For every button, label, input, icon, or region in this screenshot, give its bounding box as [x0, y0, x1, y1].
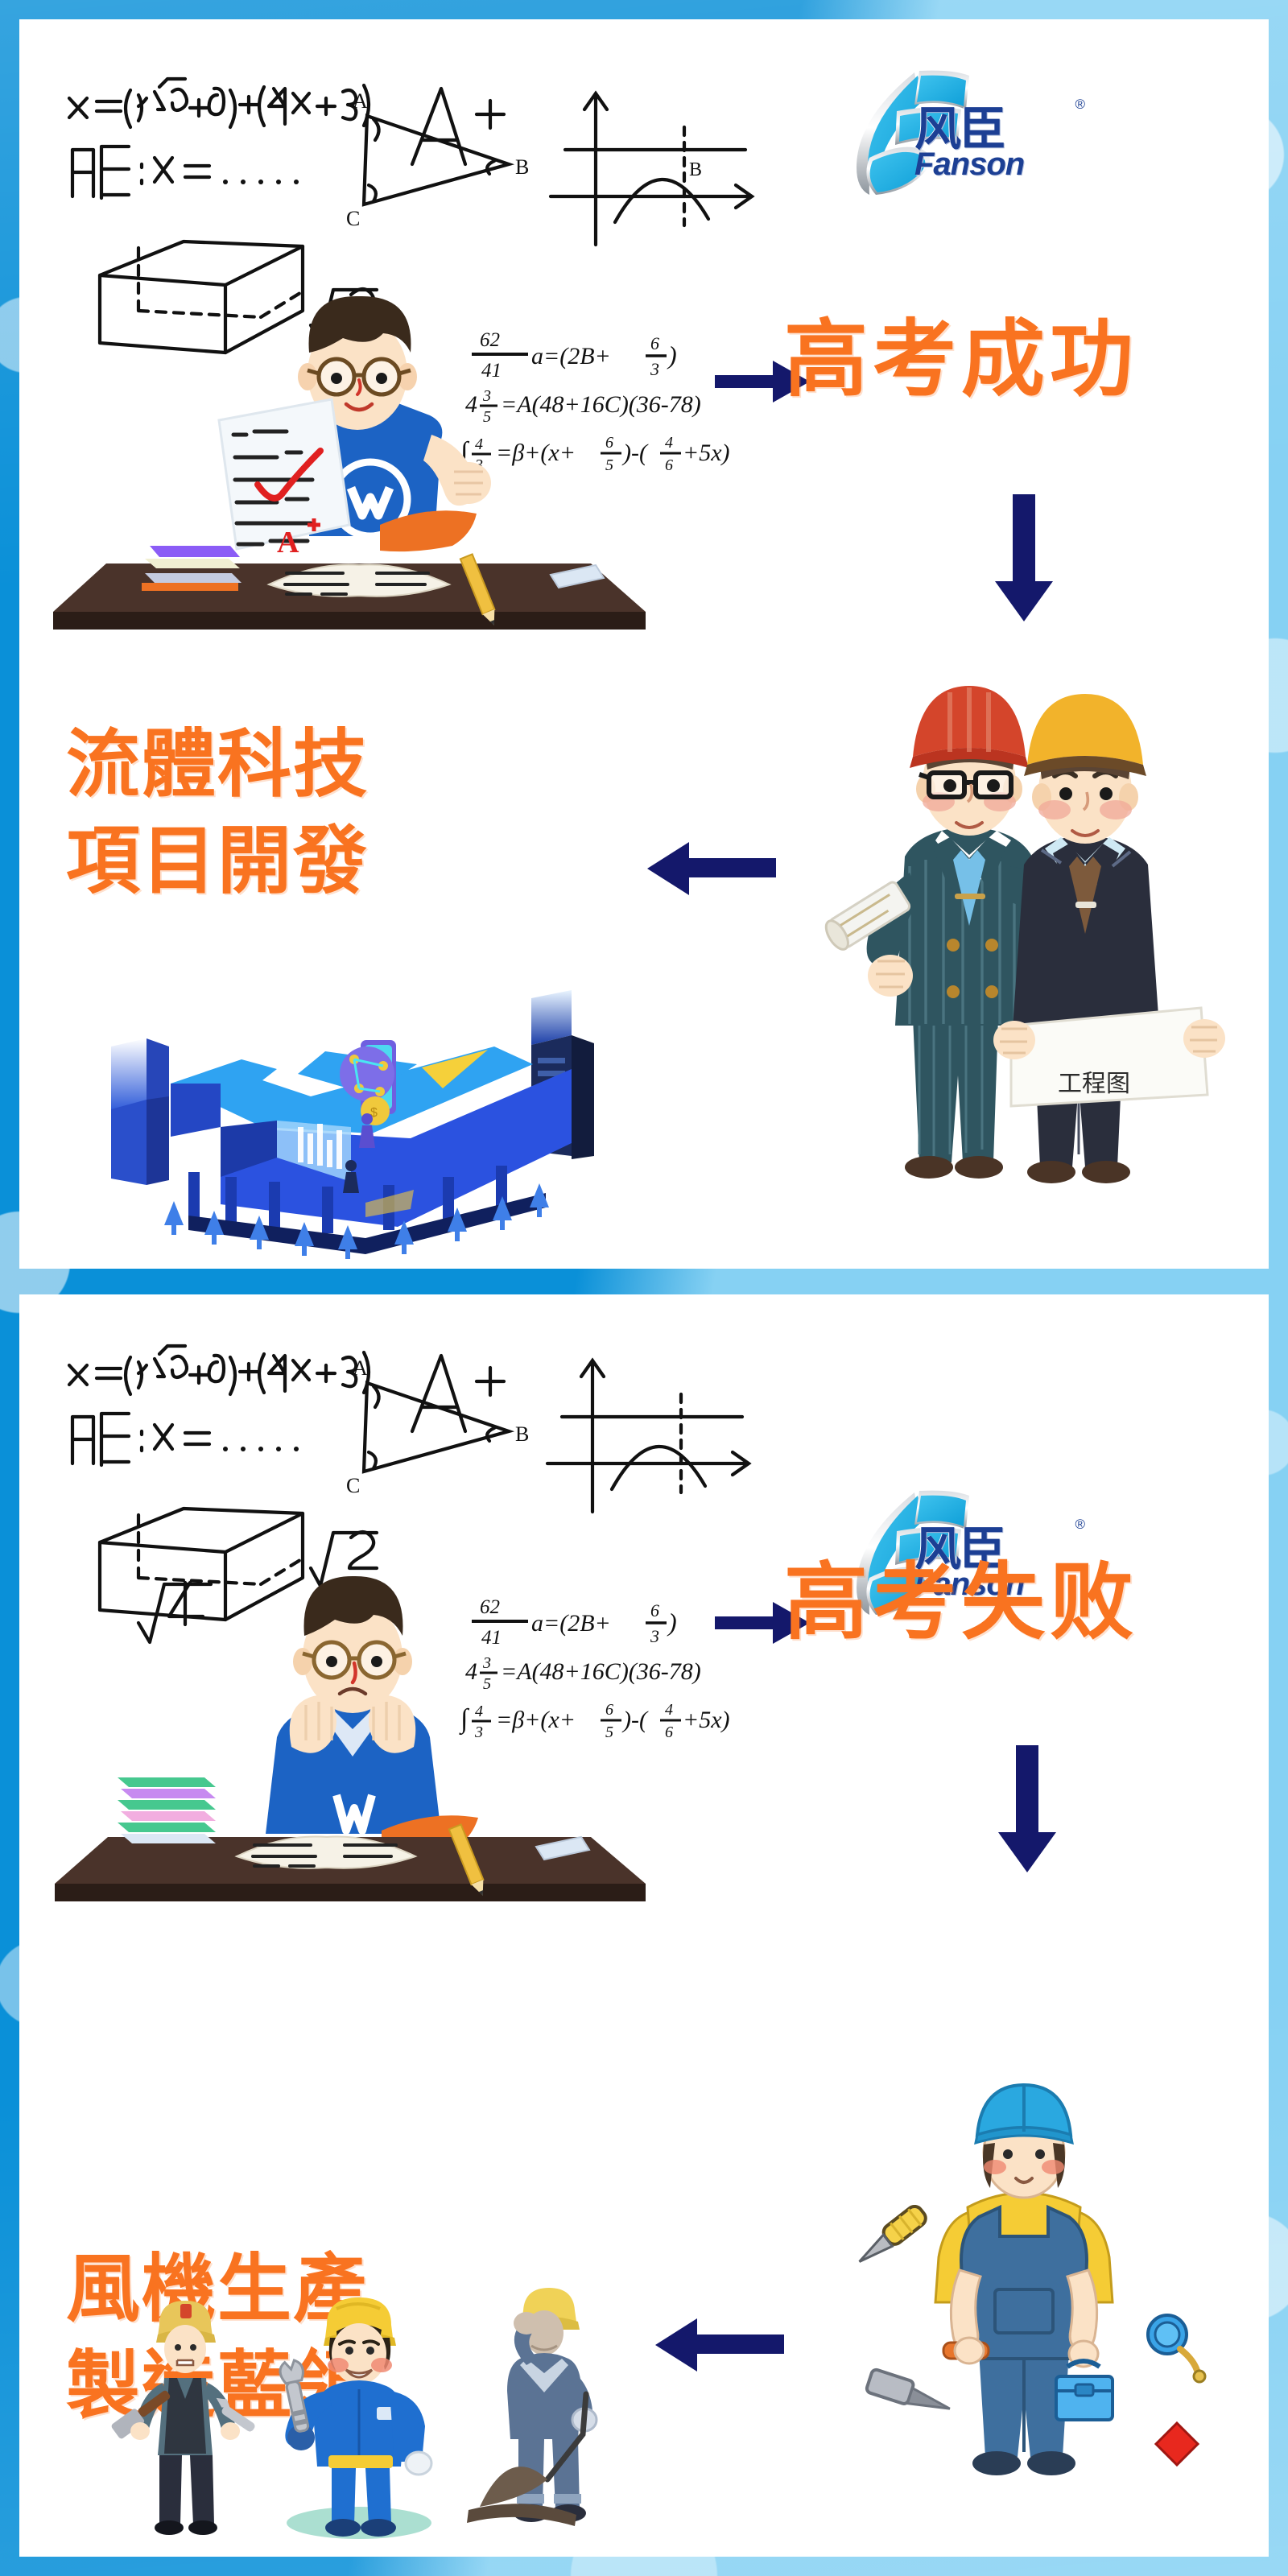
- registered-mark: ®: [1075, 97, 1085, 112]
- svg-text:3: 3: [482, 1654, 491, 1672]
- math-parabola-success: B: [548, 90, 755, 247]
- svg-text:a=(2B+: a=(2B+: [531, 1610, 611, 1637]
- svg-text:41: 41: [481, 1627, 502, 1649]
- arrow-down-failure: [998, 1745, 1056, 1872]
- brand-name-latin-2: Fanson: [914, 1567, 1025, 1602]
- svg-text:∫: ∫: [459, 1704, 470, 1736]
- arrow-left-success: [647, 842, 776, 895]
- svg-text:B: B: [515, 155, 529, 179]
- svg-text:6: 6: [605, 434, 613, 452]
- panel-success: A B C B 62 41 a=(2B+ 6: [19, 19, 1269, 1269]
- svg-text:=A(48+16C)(36-78): =A(48+16C)(36-78): [501, 1658, 701, 1685]
- svg-text:3: 3: [650, 359, 659, 379]
- svg-text:4: 4: [475, 1703, 483, 1720]
- arrow-right-success: [715, 361, 810, 402]
- svg-text:): ): [667, 1608, 677, 1637]
- svg-text:41: 41: [481, 360, 502, 382]
- outcome-line-2-success: 項目開發: [66, 820, 369, 902]
- svg-text:5: 5: [605, 1724, 613, 1741]
- worker-pickaxe: [467, 2288, 598, 2526]
- svg-text:6: 6: [605, 1701, 613, 1719]
- svg-text:6: 6: [650, 333, 659, 353]
- svg-text:+5x): +5x): [683, 1707, 730, 1733]
- svg-text:$: $: [370, 1106, 378, 1120]
- fanson-feather-icon: [857, 70, 969, 195]
- headline-success: 高考成功: [784, 313, 1139, 407]
- svg-text:C: C: [346, 1474, 360, 1497]
- fanson-feather-icon-2: [857, 1490, 969, 1615]
- magnifier-icon: [1146, 2314, 1207, 2384]
- outcome-line-1-failure: 風機生產: [66, 2248, 369, 2330]
- blueprint-label: 工程图: [1058, 1071, 1130, 1097]
- math-triangle-success: A B C: [346, 89, 529, 230]
- math-triangle-failure: A B C: [346, 1356, 529, 1497]
- arrow-right-failure: [715, 1602, 810, 1644]
- svg-text:4: 4: [665, 1701, 673, 1719]
- panel-failure: A B C 62 41 a=(2B+ 6 3: [19, 1294, 1269, 2557]
- svg-text:5: 5: [483, 1675, 491, 1693]
- svg-text:4: 4: [465, 391, 477, 418]
- svg-text:62: 62: [480, 329, 500, 351]
- svg-text:62: 62: [480, 1596, 500, 1618]
- svg-text:): ): [667, 341, 677, 369]
- svg-text:=β+(x+: =β+(x+: [496, 440, 576, 466]
- brand-name-latin: Fanson: [914, 147, 1025, 182]
- svg-text:C: C: [346, 207, 360, 230]
- brand-name-chinese-2: 风臣: [914, 1523, 1006, 1575]
- svg-text:A: A: [353, 89, 368, 113]
- headline-failure: 高考失败: [784, 1556, 1139, 1649]
- student-happy-illustration: A: [53, 295, 646, 630]
- arrow-down-success: [995, 494, 1053, 621]
- engineers-illustration: 工程图: [824, 686, 1225, 1183]
- svg-text:6: 6: [650, 1600, 659, 1620]
- fluid-tech-building-illustration: $: [111, 990, 594, 1259]
- svg-text:3: 3: [650, 1626, 659, 1646]
- worker-wrench: [279, 2297, 433, 2539]
- svg-text:a=(2B+: a=(2B+: [531, 343, 611, 369]
- brand-logo-failure: 风臣 ® Fanson: [840, 1488, 1085, 1615]
- svg-text:6: 6: [665, 1724, 673, 1741]
- svg-text:)-(: )-(: [621, 440, 649, 466]
- svg-text:4: 4: [665, 434, 673, 452]
- svg-text:A: A: [277, 526, 299, 559]
- math-parabola-failure: [545, 1357, 752, 1514]
- svg-text:5: 5: [483, 408, 491, 426]
- svg-text:4: 4: [475, 436, 483, 453]
- engineer-right: 工程图: [993, 694, 1225, 1183]
- svg-text:A: A: [353, 1356, 368, 1380]
- technician-illustration: [858, 2083, 1207, 2475]
- screwdriver-icon: [858, 2204, 927, 2263]
- svg-text:3: 3: [474, 1724, 483, 1741]
- svg-text:4: 4: [465, 1658, 477, 1685]
- arrow-left-failure: [655, 2318, 784, 2372]
- svg-text:=A(48+16C)(36-78): =A(48+16C)(36-78): [501, 391, 701, 418]
- svg-text:B: B: [515, 1422, 529, 1446]
- red-diamond-icon: [1154, 2421, 1200, 2467]
- brand-name-chinese: 风臣: [914, 103, 1006, 155]
- math-scribbles-failure: [67, 1344, 506, 1645]
- registered-mark-2: ®: [1075, 1517, 1085, 1532]
- svg-text:6: 6: [665, 456, 673, 474]
- svg-text:)-(: )-(: [621, 1707, 649, 1733]
- student-sad-illustration: [55, 1575, 646, 1901]
- svg-text:B: B: [689, 159, 702, 180]
- svg-text:3: 3: [482, 387, 491, 405]
- math-equations-failure: 62 41 a=(2B+ 6 3 ) 4 3 5 =A(48+16C)(36-7…: [459, 1596, 730, 1741]
- outcome-line-1-success: 流體科技: [66, 724, 369, 806]
- svg-text:+5x): +5x): [683, 440, 730, 466]
- svg-text:=β+(x+: =β+(x+: [496, 1707, 576, 1733]
- svg-text:5: 5: [605, 456, 613, 474]
- blue-collar-workers-illustration: [111, 2288, 598, 2539]
- math-scribbles-success: [67, 76, 506, 355]
- brand-logo-success: 风臣 ® Fanson: [840, 68, 1085, 195]
- worker-hammer: [111, 2301, 255, 2535]
- hammer-icon: [865, 2368, 951, 2410]
- math-equations-success: 62 41 a=(2B+ 6 3 ) 4 3 5 =A(48+16C)(36-7…: [459, 329, 730, 474]
